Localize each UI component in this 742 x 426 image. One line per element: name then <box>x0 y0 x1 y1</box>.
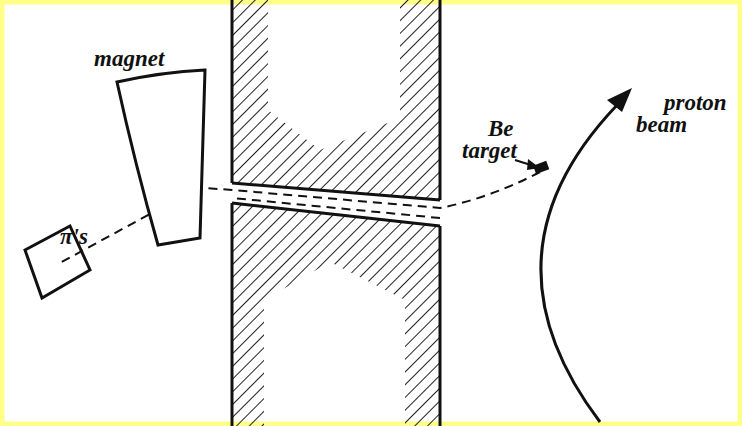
magnet-node: magnet <box>90 44 215 249</box>
annotation-label: proton beam <box>636 92 726 136</box>
shield-outline <box>232 0 440 426</box>
shield-hatch <box>232 203 440 426</box>
annotation-label: Be target <box>462 118 542 162</box>
beam-arrowhead <box>607 88 632 112</box>
pion-path <box>58 172 540 264</box>
beam-arc <box>541 96 626 422</box>
shield-hatch <box>232 0 440 200</box>
annotation-label: π's <box>60 226 120 248</box>
magnet-label: magnet <box>94 48 164 70</box>
magnet-shape <box>90 44 215 249</box>
leader-arrowhead <box>527 159 540 170</box>
